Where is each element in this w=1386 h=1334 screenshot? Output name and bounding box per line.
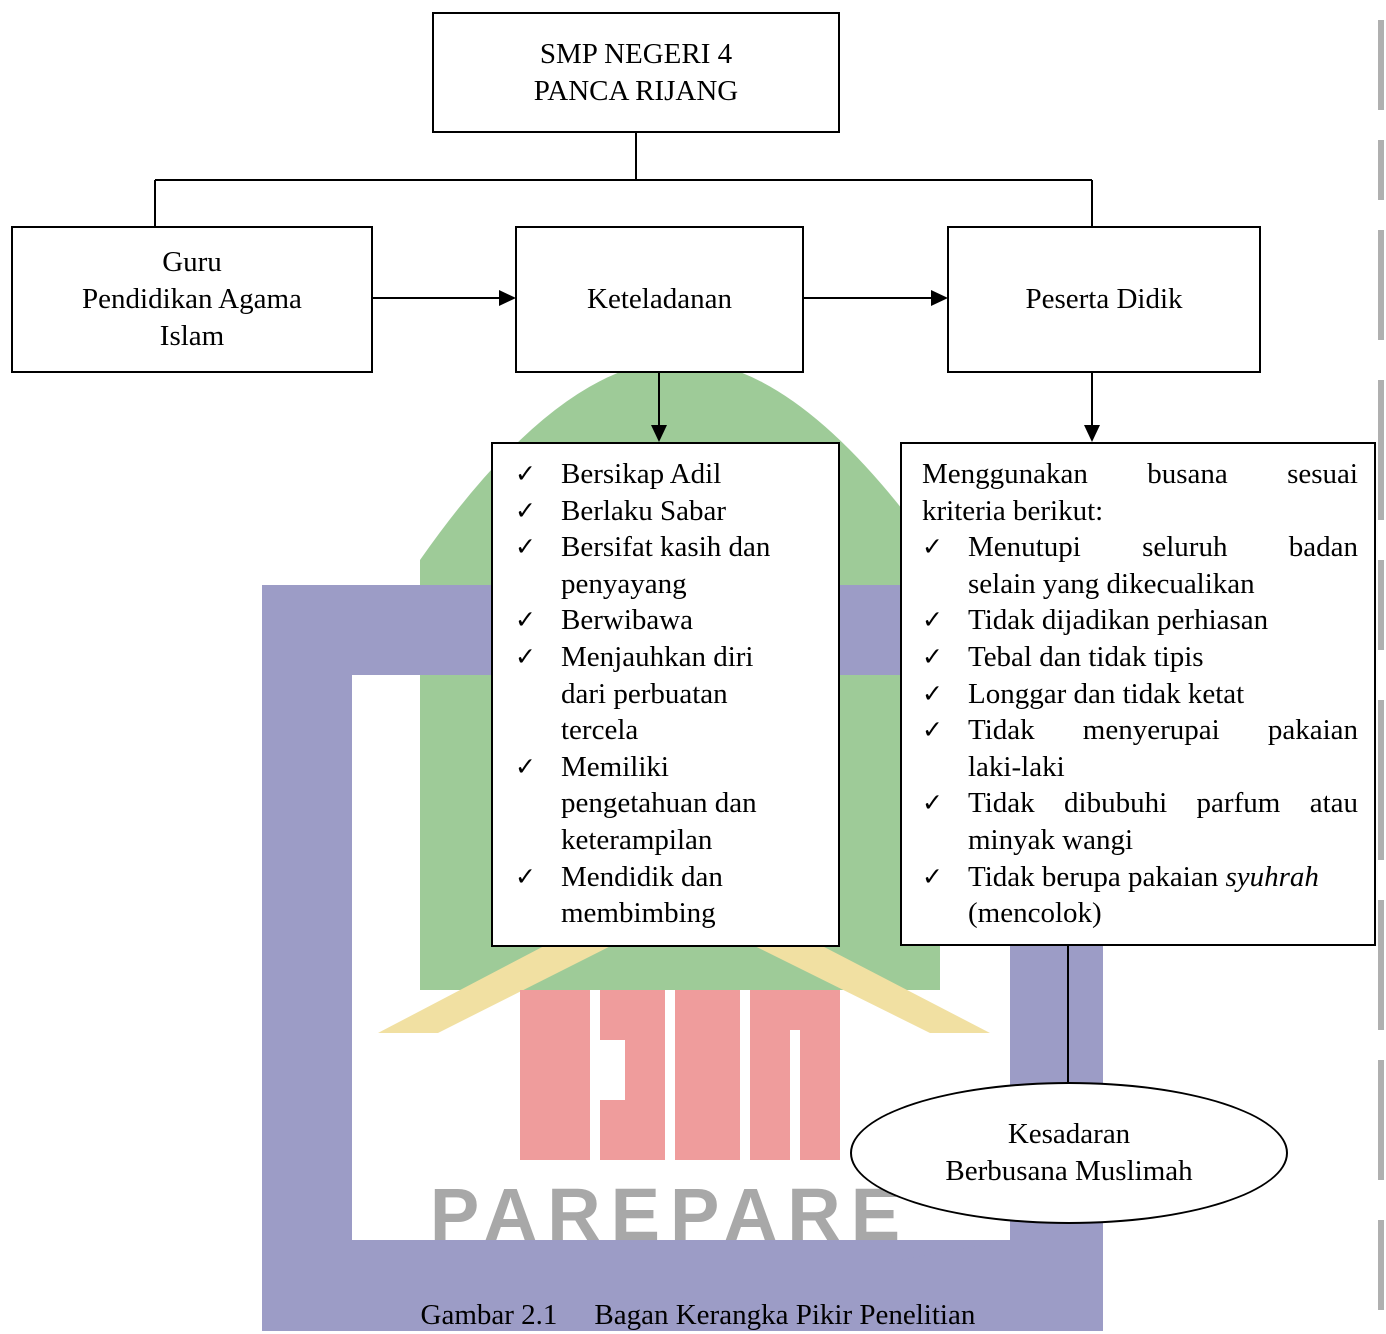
figure-number: Gambar 2.1 bbox=[420, 1299, 558, 1331]
teacher-line-1: Guru bbox=[162, 246, 222, 278]
teacher-box: Guru Pendidikan Agama Islam bbox=[11, 226, 373, 373]
exemplary-label: Keteladanan bbox=[587, 283, 732, 315]
list-item: Longgar dan tidak ketat bbox=[922, 676, 1358, 713]
school-line-1: SMP NEGERI 4 bbox=[539, 37, 733, 70]
list-item: Tidak dibubuhi parfum atau minyak wangi bbox=[922, 785, 1358, 858]
dress-intro-line-2: kriteria berikut: bbox=[922, 494, 1104, 527]
teacher-line-2: Pendidikan Agama bbox=[82, 283, 302, 315]
list-item: Memiliki pengetahuan dan keterampilan bbox=[515, 749, 828, 859]
watermark-wordmark: PAREPARE bbox=[430, 1173, 910, 1256]
list-item: Menjauhkan diri dari perbuatan tercela bbox=[515, 639, 828, 749]
dress-criteria-list: Menutupi seluruh badan selain yang dikec… bbox=[922, 529, 1358, 932]
outcome-ellipse: Kesadaran Berbusana Muslimah bbox=[850, 1082, 1288, 1224]
exemplary-box: Keteladanan bbox=[515, 226, 804, 373]
arrow-teacher-to-exemplary bbox=[499, 290, 516, 306]
students-label: Peserta Didik bbox=[1025, 283, 1183, 315]
exemplary-traits-box: Bersikap Adil Berlaku Sabar Bersifat kas… bbox=[491, 442, 840, 947]
figure-caption: Gambar 2.1 Bagan Kerangka Pikir Penelitia… bbox=[406, 1260, 976, 1334]
dress-criteria-box: Menggunakan busana sesuai kriteria berik… bbox=[900, 442, 1376, 946]
list-item: Bersifat kasih dan penyayang bbox=[515, 529, 828, 602]
list-item: Menutupi seluruh badan selain yang dikec… bbox=[922, 529, 1358, 602]
list-item: Bersikap Adil bbox=[515, 456, 828, 493]
arrow-exemplary-to-students bbox=[931, 290, 948, 306]
list-item: Mendidik dan membimbing bbox=[515, 859, 828, 932]
outcome-line-1: Kesadaran bbox=[1007, 1118, 1131, 1150]
school-line-2: PANCA RIJANG bbox=[533, 74, 739, 107]
list-item: Tidak berupa pakaian syuhrah (mencolok) bbox=[922, 859, 1358, 932]
students-box: Peserta Didik bbox=[947, 226, 1261, 373]
syuhrah-term: syuhrah bbox=[1225, 860, 1319, 893]
exemplary-traits-list: Bersikap Adil Berlaku Sabar Bersifat kas… bbox=[515, 456, 828, 932]
list-item: Tidak dijadikan perhiasan bbox=[922, 602, 1358, 639]
list-item: Berwibawa bbox=[515, 602, 828, 639]
list-item: Tebal dan tidak tipis bbox=[922, 639, 1358, 676]
dress-intro-line-1: Menggunakan busana sesuai bbox=[922, 458, 1358, 490]
outcome-line-2: Berbusana Muslimah bbox=[945, 1155, 1193, 1187]
school-box: SMP NEGERI 4 PANCA RIJANG bbox=[432, 12, 840, 133]
arrow-exemplary-down bbox=[651, 425, 667, 442]
list-item: Berlaku Sabar bbox=[515, 493, 828, 530]
list-item: Tidak menyerupai pakaian laki-laki bbox=[922, 712, 1358, 785]
watermark-letters bbox=[520, 990, 840, 1160]
figure-title: Bagan Kerangka Pikir Penelitian bbox=[594, 1299, 976, 1331]
teacher-line-3: Islam bbox=[159, 320, 225, 352]
arrow-students-down bbox=[1084, 425, 1100, 442]
